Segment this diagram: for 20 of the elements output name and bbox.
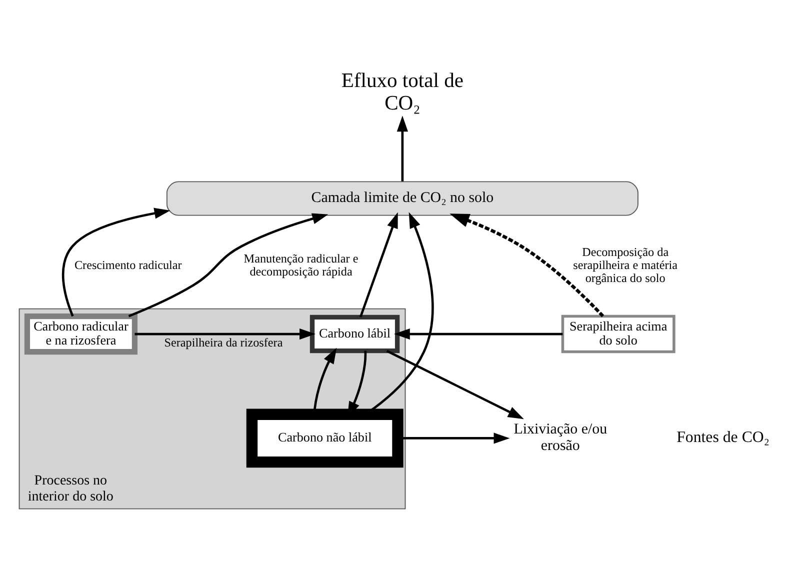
arrow	[450, 213, 604, 317]
edge-label: Crescimento radicular	[74, 257, 182, 272]
node-text: Efluxo total de CO₂	[341, 69, 464, 114]
node-box: Carbono lábil	[310, 314, 400, 353]
edge-label: Manutenção radicular e decomposição rápida	[244, 250, 358, 278]
node-box: Camada limite de CO₂ no solo	[166, 180, 638, 216]
node-box: Serapilheira acima do solo	[561, 314, 676, 353]
node-box: Carbono radicular e na rizosfera	[24, 312, 138, 354]
arrow	[396, 115, 408, 181]
arrow	[394, 328, 563, 340]
node-box: Carbono não lábil	[246, 408, 404, 468]
edge-label: Decomposição da serapilheira e matéria orgânica do solo	[573, 244, 678, 285]
edge-label: Serapilheira da rizosfera	[164, 335, 283, 350]
label: Fontes de CO₂	[676, 428, 770, 446]
arrow	[62, 207, 170, 316]
arrow	[386, 349, 524, 419]
node-text: Lixiviação e/ou erosão	[514, 420, 608, 454]
arrow	[359, 212, 398, 317]
arrow	[128, 212, 328, 317]
arrow	[134, 328, 316, 340]
